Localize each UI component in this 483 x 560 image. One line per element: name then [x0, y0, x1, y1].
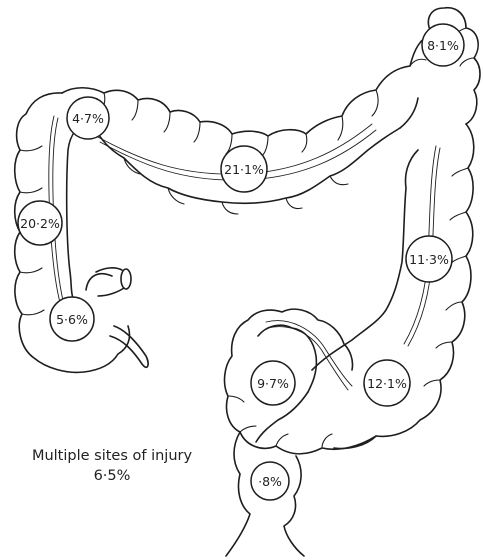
label-rectum: ·8% — [258, 474, 282, 489]
sigmoid-colon-outline — [225, 309, 376, 454]
marker-caecum: 5·6% — [50, 297, 94, 341]
marker-sigmoid-colon: 9·7% — [251, 361, 295, 405]
terminal-ileum — [96, 268, 131, 296]
multiple-sites-caption: Multiple sites of injury 6·5% — [12, 446, 212, 486]
label-hepatic-flexure: 4·7% — [72, 111, 104, 126]
label-ascending-colon: 20·2% — [20, 216, 60, 231]
marker-sigmoid-descending-junction: 12·1% — [364, 360, 410, 406]
label-sigmoid-colon: 9·7% — [257, 376, 289, 391]
label-descending-colon: 11·3% — [409, 252, 449, 267]
marker-ascending-colon: 20·2% — [18, 201, 62, 245]
caption-title: Multiple sites of injury — [12, 446, 212, 466]
marker-rectum: ·8% — [251, 462, 289, 500]
label-sigmoid-descending-junction: 12·1% — [367, 376, 407, 391]
marker-descending-colon: 11·3% — [406, 236, 452, 282]
marker-splenic-flexure: 8·1% — [422, 24, 464, 66]
label-transverse-colon: 21·1% — [224, 162, 264, 177]
label-splenic-flexure: 8·1% — [427, 38, 459, 53]
marker-transverse-colon: 21·1% — [221, 146, 267, 192]
caption-value: 6·5% — [12, 466, 212, 486]
marker-hepatic-flexure: 4·7% — [67, 97, 109, 139]
label-caecum: 5·6% — [56, 312, 88, 327]
